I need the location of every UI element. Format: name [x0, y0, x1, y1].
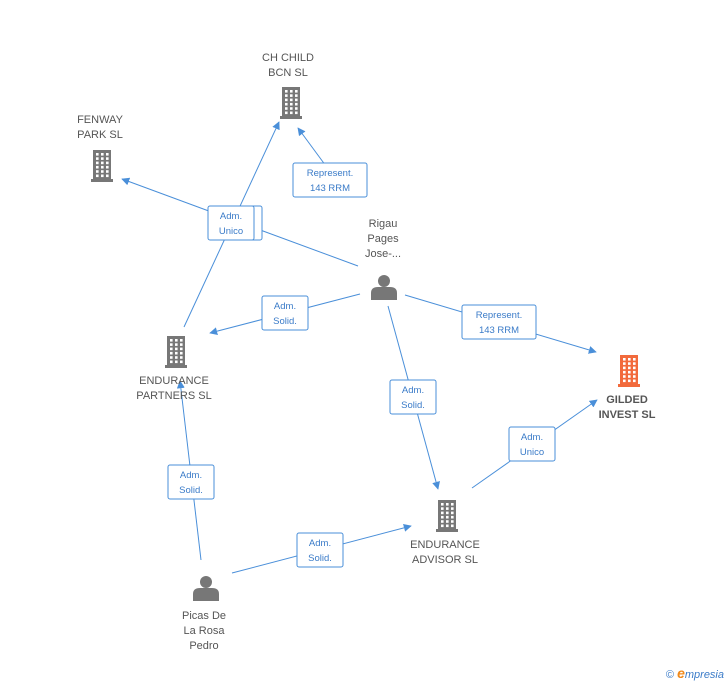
- edge-label[interactable]: Adm. Solid.: [296, 532, 344, 568]
- edge-label[interactable]: Adm. Unico: [207, 205, 255, 241]
- edge-label-text: Adm.: [220, 211, 242, 222]
- edge-label-text: Adm.: [521, 432, 543, 443]
- node-label: INVEST SL: [599, 409, 656, 421]
- edge-label-box: [261, 295, 309, 331]
- person-icon: [193, 576, 219, 601]
- node-label: CH CHILD: [262, 52, 314, 64]
- edge-label-text: Adm.: [180, 470, 202, 481]
- person-icon: [371, 275, 397, 300]
- edge-label-text: Unico: [520, 447, 544, 458]
- edge-label-text: Solid.: [179, 485, 203, 496]
- node-ch[interactable]: CH CHILD BCN SL: [262, 52, 314, 119]
- edge-label-text: Adm.: [274, 301, 296, 312]
- node-enda[interactable]: ENDURANCE ADVISOR SL: [410, 500, 480, 566]
- edge-label[interactable]: Adm. Solid.: [261, 295, 309, 331]
- node-label: GILDED: [606, 394, 648, 406]
- node-label: La Rosa: [184, 625, 226, 637]
- node-label: PARTNERS SL: [136, 390, 211, 402]
- brand-name: mpresia: [684, 669, 724, 681]
- edge-label-box: [461, 304, 537, 340]
- node-label: ENDURANCE: [410, 539, 480, 551]
- node-label: BCN SL: [268, 67, 308, 79]
- node-label: Pages: [367, 233, 399, 245]
- edge-label[interactable]: Adm. Solid.: [167, 464, 215, 500]
- edge-label-text: Adm.: [309, 538, 331, 549]
- node-label: PARK SL: [77, 129, 123, 141]
- edge-label[interactable]: Adm. Solid.: [389, 379, 437, 415]
- brand-logo-initial: e: [677, 665, 685, 681]
- edge-label-text: Unico: [219, 226, 243, 237]
- node-gilded[interactable]: GILDED INVEST SL: [599, 355, 656, 421]
- nodes-layer: CH CHILD BCN SL FENWAY PARK SL RigauPagesJos…: [77, 52, 656, 652]
- edge-label[interactable]: Represent. 143 RRM: [292, 162, 368, 198]
- edge-label-text: 143 RRM: [479, 325, 519, 336]
- node-label: ENDURANCE: [139, 375, 209, 387]
- building-icon: [436, 500, 458, 532]
- node-fenway[interactable]: FENWAY PARK SL: [77, 114, 124, 182]
- node-label: ADVISOR SL: [412, 554, 478, 566]
- edge-label-box: [167, 464, 215, 500]
- building-icon: [618, 355, 640, 387]
- node-label: FENWAY: [77, 114, 123, 126]
- edge-label-text: Represent.: [307, 168, 353, 179]
- edge-label-text: 143 RRM: [310, 183, 350, 194]
- edge-label-box: [292, 162, 368, 198]
- node-label: Jose-...: [365, 248, 401, 260]
- building-icon: [165, 336, 187, 368]
- node-label: Picas De: [182, 610, 226, 622]
- edge-label-text: Adm.: [402, 385, 424, 396]
- edge-label-box: [207, 205, 255, 241]
- edge-label[interactable]: Represent. 143 RRM: [461, 304, 537, 340]
- building-icon: [91, 150, 113, 182]
- building-icon: [280, 87, 302, 119]
- copyright-symbol: ©: [665, 669, 675, 681]
- node-label: Rigau: [369, 218, 398, 230]
- node-rigau[interactable]: RigauPagesJose-...: [365, 218, 401, 300]
- edge-label-box: [389, 379, 437, 415]
- edge-labels-layer: Represent.143 RRMAdm.UnicoAdm.UnicoAdm.S…: [167, 162, 556, 568]
- edge-label-box: [508, 426, 556, 462]
- edge-label-box: [296, 532, 344, 568]
- credit[interactable]: © empresia: [666, 665, 724, 681]
- edge-label[interactable]: Adm. Unico: [508, 426, 556, 462]
- node-label: Pedro: [189, 640, 218, 652]
- node-endp[interactable]: ENDURANCE PARTNERS SL: [136, 336, 212, 402]
- edge-label-text: Represent.: [476, 310, 522, 321]
- edge-label-text: Solid.: [273, 316, 297, 327]
- edge-label-text: Solid.: [401, 400, 425, 411]
- edge-label-text: Solid.: [308, 553, 332, 564]
